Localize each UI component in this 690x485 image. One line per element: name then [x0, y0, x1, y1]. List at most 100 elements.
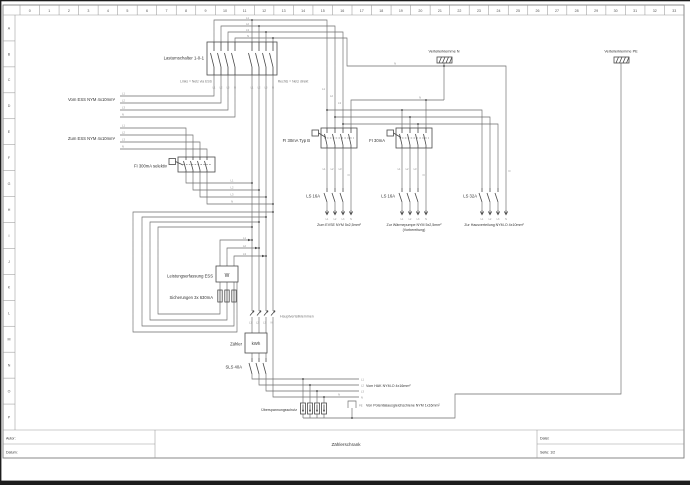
zaehler-meter [244, 332, 268, 354]
wire-tag: L2 [331, 167, 334, 171]
sicherungen-fuses [217, 289, 237, 303]
ruler-row-label: F [8, 156, 11, 160]
wiring [120, 19, 622, 419]
wire-tag: L2 [256, 322, 259, 325]
fi2-test-button [386, 129, 394, 137]
ruler-col-label: 10 [223, 9, 227, 13]
label-links-netz: Links = Netz via ESS [180, 80, 212, 84]
ruler-row-label: K [8, 286, 11, 290]
ruler-col-label: 33 [672, 9, 676, 13]
ruler-row-label: I [9, 234, 10, 238]
label-kwh: kWh [252, 341, 261, 346]
label-hauptverteilklemmen: Hauptverteilklemmen [280, 315, 314, 319]
title-block-datei-label: Datei: [540, 437, 549, 441]
wire-tag: L2 [122, 131, 125, 135]
label-von-potentialausgleich: Von Potentialausgleichschiene NYM 1x16mm… [366, 404, 441, 408]
wire-tag: L2 [334, 218, 337, 221]
wire-tag: N [272, 87, 274, 90]
label-zur-wp: Zur Wärmepumpe NYM 5x2,5mm² [387, 223, 443, 227]
fi300-test-button [168, 158, 176, 165]
top-bus-wires [213, 19, 507, 210]
ruler-col-label: 5 [126, 9, 128, 13]
ruler-col-label: 20 [418, 9, 422, 13]
wire-tag-n: N [394, 62, 396, 66]
wire-tag: N [122, 113, 124, 117]
label-sicherungen: Sicherungen 3x 630mA [169, 295, 213, 300]
meter-sls-wires [251, 353, 359, 392]
ueberspannungsschutz-devices [300, 402, 327, 415]
leistungserfassung-meter [215, 238, 266, 283]
title-block: Autor: Datum: Zählerschrank Datei: Seite… [6, 437, 555, 455]
wire-tag: L1 [251, 87, 254, 90]
verteilerklemme-n-terminal [436, 56, 453, 64]
ruler-col-label: 19 [399, 9, 403, 13]
label-vom-hak: Vom HAK NYM-O 4x16mm² [366, 384, 411, 388]
label-vom-ess: Vom ESS NYM 4x10mm² [68, 97, 116, 102]
title-block-autor-label: Autor: [6, 437, 16, 441]
ruler-row-label: G [8, 182, 11, 186]
label-ls32: LS 32A [463, 194, 477, 199]
wire-tag: N [247, 34, 249, 38]
wire-tag: L2 [409, 218, 412, 221]
ruler-row-label: H [8, 208, 11, 212]
wire-tag: L2 [122, 99, 125, 103]
title-block-datum-label: Datum: [6, 451, 18, 455]
ruler-col-label: 15 [321, 9, 325, 13]
ruler-row-label: N [8, 364, 11, 368]
wire-tag: N [231, 200, 233, 204]
distribution-lines [327, 109, 499, 188]
ruler-col-label: 4 [107, 9, 109, 13]
wire-tag: L3 [122, 138, 125, 142]
surge-pe-wires [302, 63, 622, 419]
label-rechts-netz: Rechts = Netz direkt [278, 80, 309, 84]
wire-tag: L2 [361, 384, 364, 388]
wire-tag: L2 [489, 218, 492, 221]
ruler-row-label: E [8, 130, 11, 134]
ruler-col-label: 32 [653, 9, 657, 13]
label-zum-evse: Zum EVSE NYM 5x2,5mm² [317, 223, 362, 227]
ruler-col-label: 13 [282, 9, 286, 13]
wire-tag: N [234, 87, 236, 90]
wire-tag: L3 [497, 218, 500, 221]
junction-dots [251, 19, 445, 419]
main-bus [251, 75, 359, 398]
ruler-col-label: 6 [146, 9, 148, 13]
ruler-col-label: 22 [457, 9, 461, 13]
ruler-col-label: 17 [360, 9, 364, 13]
ruler-col-label: 8 [185, 9, 187, 13]
viewport-top-edge [0, 0, 690, 2]
label-ls16-1: LS 16A [306, 194, 320, 199]
viewport-left-edge [0, 0, 2, 485]
cable-exit-terminals [324, 210, 509, 216]
vk-n-block [436, 56, 453, 64]
wire-tag: L2 [258, 87, 261, 90]
wire-tag: L1 [122, 92, 125, 96]
vk-pe-block [613, 56, 630, 64]
wire-tag-n: N [509, 169, 511, 173]
fuse-links [219, 290, 235, 302]
zum-ess-wires [120, 127, 208, 157]
fi300-output-wires [185, 172, 273, 205]
right-pole-risers [251, 20, 274, 42]
wire-tag: L1 [481, 218, 484, 221]
wire-tag: L1 [326, 218, 329, 221]
ruler-col-label: 9 [205, 9, 207, 13]
ruler-col-label: 21 [438, 9, 442, 13]
wire-tag: N [425, 218, 427, 221]
label-zur-wp-2: (Vorbereitung) [403, 228, 426, 232]
label-zum-ess: Zum ESS NYM 4x10mm² [68, 136, 116, 141]
ruler-col-label: 31 [633, 9, 637, 13]
wire-tag: L2 [406, 167, 409, 171]
fi2-poles [399, 128, 427, 148]
ruler-col-label: 12 [262, 9, 266, 13]
